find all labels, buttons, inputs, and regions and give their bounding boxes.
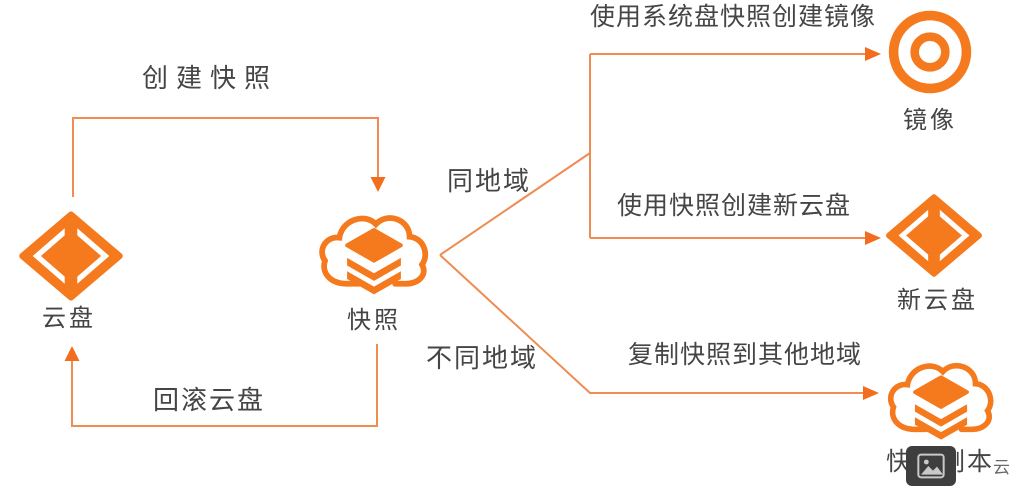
new-cloud-disk-label: 新云盘: [897, 287, 978, 314]
create-snapshot-arrow: [72, 117, 386, 197]
rollback-disk-label: 回滚云盘: [153, 385, 266, 415]
copy-snapshot-label: 复制快照到其他地域: [628, 341, 863, 369]
create-new-disk-label: 使用快照创建新云盘: [617, 192, 852, 220]
same-region-branch-line: [439, 54, 591, 256]
image-label: 镜像: [903, 107, 957, 134]
watermark-text: 云: [993, 458, 1010, 477]
new-cloud-disk-icon: [884, 192, 984, 279]
create-image-label: 使用系统盘快照创建镜像: [590, 3, 877, 31]
image-icon: [884, 6, 976, 98]
snapshot-icon: [314, 205, 434, 303]
create-snapshot-label: 创建快照: [142, 63, 279, 93]
snapshot-label: 快照: [347, 307, 401, 334]
copy-snapshot-arrow: [439, 254, 879, 400]
same-region-label: 同地域: [447, 166, 532, 196]
cloud-disk-icon: [17, 211, 125, 301]
cloud-disk-label: 云盘: [42, 305, 96, 332]
different-region-label: 不同地域: [426, 343, 539, 373]
rollback-disk-arrow: [64, 344, 378, 427]
create-image-arrow: [590, 47, 881, 61]
watermark-image-placeholder-icon: [906, 446, 956, 486]
snapshot-copy-icon: [882, 353, 1000, 448]
create-new-disk-arrow: [590, 231, 881, 245]
